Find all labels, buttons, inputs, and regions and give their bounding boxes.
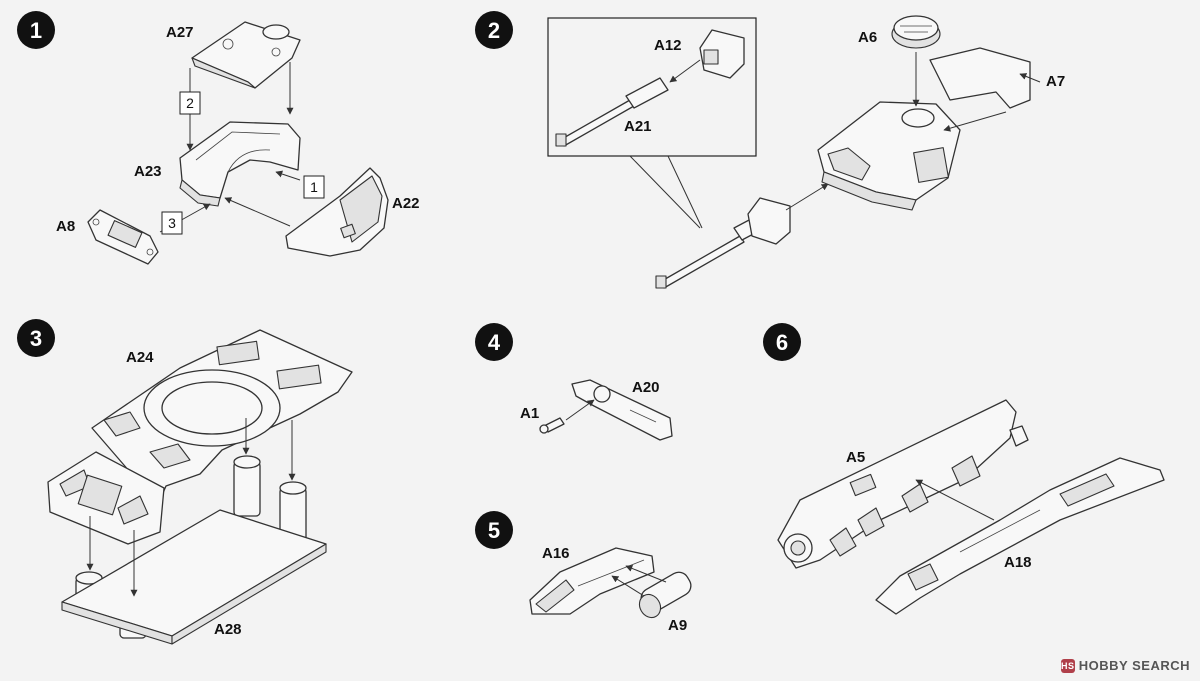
svg-text:2: 2 [186,95,194,111]
svg-text:2: 2 [488,18,500,43]
svg-text:1: 1 [310,179,318,195]
label-a23: A23 [134,163,162,180]
svg-text:3: 3 [30,326,42,351]
part-a8-mantlet [87,209,159,265]
part-front-glacis [47,451,165,545]
step-2-badge: 2 [475,11,513,49]
step-4: 4 A20 A1 [475,323,673,441]
label-a8: A8 [56,218,75,235]
part-a28-hull-floor [61,509,327,645]
label-a9: A9 [668,617,687,634]
label-a6: A6 [858,29,877,46]
label-a24: A24 [126,349,154,366]
step-2: 2 A12 A21 [475,11,1065,289]
label-a27: A27 [166,24,194,41]
watermark-text: HOBBY SEARCH [1078,658,1190,673]
step-1: 1 A27 2 A23 [17,11,420,265]
hobby-search-logo-icon: HS [1060,658,1075,673]
svg-text:5: 5 [488,518,500,543]
label-a16: A16 [542,545,570,562]
part-a6-hatch [891,15,941,49]
watermark: HS HOBBY SEARCH [1060,658,1190,673]
part-a16-bracket [529,547,655,615]
label-a28: A28 [214,621,242,638]
label-a7: A7 [1046,73,1065,90]
part-a21-gun-barrel [555,77,669,147]
part-a20-plate [571,379,673,441]
sub-step-3: 3 [161,211,183,235]
label-a20: A20 [632,379,660,396]
part-a9-cylinder [638,571,692,619]
part-a23-turret-ring [179,121,301,207]
label-a22: A22 [392,195,420,212]
sub-step-1: 1 [303,175,325,199]
step-1-badge: 1 [17,11,55,49]
part-a12-gun-breech [699,29,745,79]
part-a27-roof-plate [191,21,301,89]
step-5-badge: 5 [475,511,513,549]
label-a1: A1 [520,405,539,422]
step-6-badge: 6 [763,323,801,361]
sub-step-2: 2 [179,91,201,115]
label-a12: A12 [654,37,682,54]
step-4-badge: 4 [475,323,513,361]
svg-text:3: 3 [168,215,176,231]
step-3: 3 A24 [17,319,353,645]
label-a21: A21 [624,118,652,135]
detail-callout-box [547,17,757,157]
svg-text:1: 1 [30,18,42,43]
svg-text:6: 6 [776,330,788,355]
step-5: 5 A16 A9 [475,511,692,634]
part-a18-fender [875,457,1165,615]
label-a5: A5 [846,449,865,466]
part-assembled-gun [655,197,791,289]
part-a5-side-plate [777,399,1029,569]
svg-text:4: 4 [488,330,501,355]
step-6: 6 A5 A18 [763,323,1165,615]
part-a1-pin [539,417,565,434]
step-3-badge: 3 [17,319,55,357]
part-a22-front-plate [285,167,389,257]
label-a18: A18 [1004,554,1032,571]
part-turret-assembly [817,47,1031,211]
